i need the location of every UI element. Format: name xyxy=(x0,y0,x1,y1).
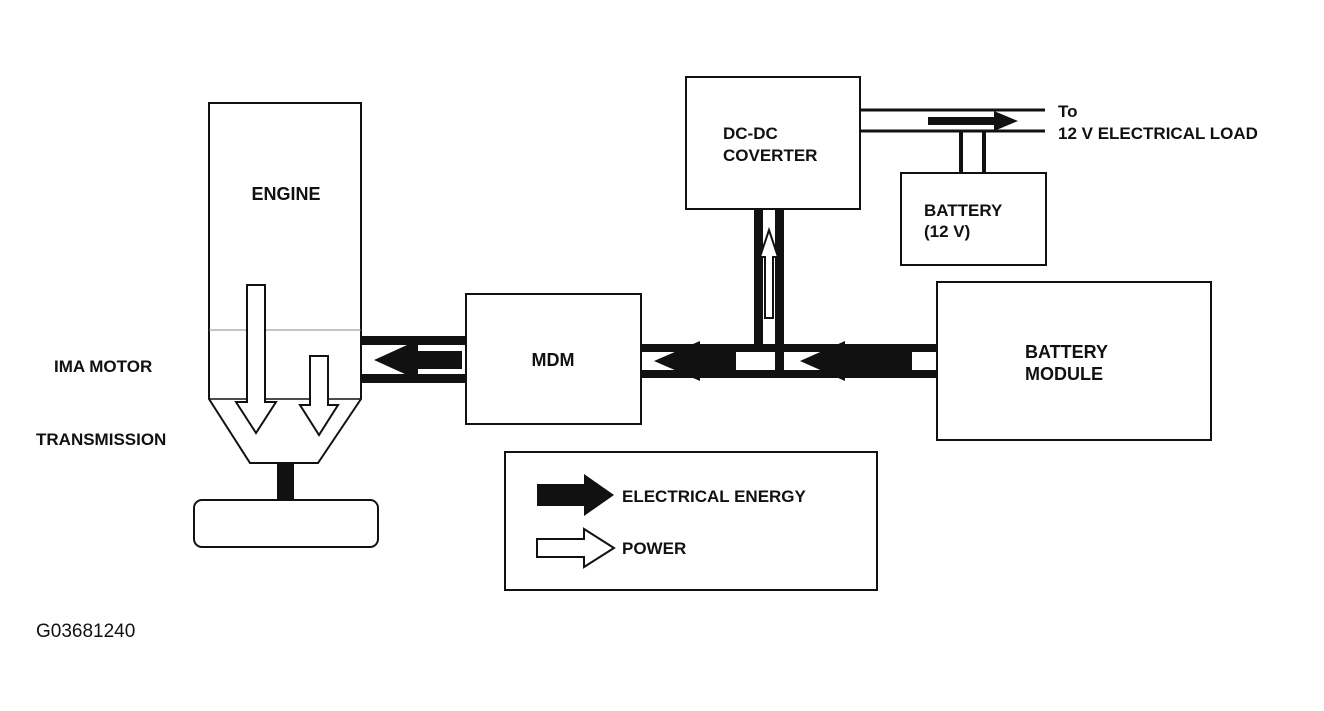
electrical-energy-legend-label: ELECTRICAL ENERGY xyxy=(622,487,807,506)
mdm-to-engine-bus xyxy=(361,336,466,383)
legend: ELECTRICAL ENERGY POWER xyxy=(504,451,878,591)
mdm-unit: MDM xyxy=(465,293,642,425)
legend-box xyxy=(504,451,878,591)
drive-shaft xyxy=(277,463,294,503)
dcdc-converter: DC-DC COVERTER xyxy=(685,76,861,210)
transmission-label: TRANSMISSION xyxy=(36,430,166,449)
battery-module-label-line1: BATTERY xyxy=(1025,342,1108,362)
junction-to-mdm-arrow xyxy=(654,341,736,381)
junction-to-dcdc-arrow xyxy=(758,226,780,319)
engine-label: ENGINE xyxy=(251,184,320,204)
battery-12v-box xyxy=(900,172,1047,266)
power-legend-arrow xyxy=(536,527,616,569)
load-label-line1: To xyxy=(1058,102,1078,121)
ima-motor-label: IMA MOTOR xyxy=(54,357,152,376)
dcdc-box xyxy=(685,76,861,210)
engine-power-arrow xyxy=(234,284,278,435)
wheel-axle xyxy=(193,499,379,548)
dcdc-to-load-arrow xyxy=(928,111,1018,131)
mdm-label: MDM xyxy=(532,350,575,370)
battery-module-label-line2: MODULE xyxy=(1025,364,1103,384)
dcdc-label-line1: DC-DC xyxy=(723,124,778,143)
motor-power-arrow xyxy=(298,355,340,437)
load-output-lines xyxy=(860,108,1045,173)
battery-12v-label-line1: BATTERY xyxy=(924,201,1003,220)
load-label-line2: 12 V ELECTRICAL LOAD xyxy=(1058,124,1258,143)
power-legend-label: POWER xyxy=(622,539,686,558)
electrical-energy-legend-arrow xyxy=(537,474,614,516)
dcdc-label-line2: COVERTER xyxy=(723,146,817,165)
mdm-to-motor-arrow xyxy=(374,340,462,380)
battery-12v-label-line2: (12 V) xyxy=(924,222,970,241)
battery-module: BATTERY MODULE xyxy=(936,281,1212,441)
junction-to-dcdc-bus xyxy=(754,209,784,374)
battery-12v: BATTERY (12 V) xyxy=(900,172,1047,266)
engine-housing xyxy=(208,102,362,464)
engine-assembly: ENGINE xyxy=(193,102,379,548)
figure-id: G03681240 xyxy=(36,621,135,642)
battery-to-mdm-bus xyxy=(641,341,937,381)
battery-to-junction-arrow xyxy=(800,341,912,381)
mdm-box xyxy=(465,293,642,425)
battery-module-box xyxy=(936,281,1212,441)
